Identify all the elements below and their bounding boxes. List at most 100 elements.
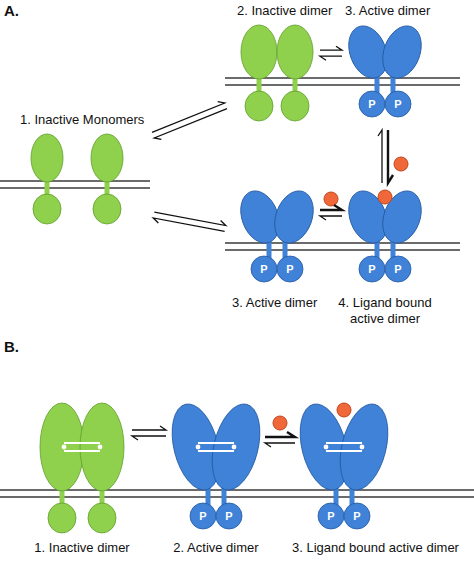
link-end	[62, 445, 67, 450]
receptor-shape	[31, 134, 123, 224]
intracellular-domain	[359, 91, 385, 117]
intracellular-domain	[93, 194, 121, 224]
extracellular-lobe	[277, 25, 313, 79]
extracellular-lobe	[31, 134, 63, 182]
intracellular-domain	[251, 256, 277, 282]
intracellular-domain	[245, 91, 273, 121]
arrow-stroke	[265, 432, 295, 437]
link-bar	[326, 442, 362, 444]
receptor-shape	[234, 185, 320, 282]
state-label: 2. Inactive dimer	[237, 3, 357, 19]
extracellular-lobe	[91, 134, 123, 182]
equilibrium-arrow	[153, 212, 226, 231]
receptor-state: 3. Active dimerPP	[237, 187, 317, 291]
intracellular-domain	[385, 256, 411, 282]
intracellular-domain	[33, 194, 61, 224]
extracellular-lobe	[376, 185, 428, 248]
membrane-line	[0, 180, 150, 181]
equilibrium-arrow	[265, 432, 295, 447]
arrow-stroke	[378, 130, 382, 183]
bound-ligand	[378, 190, 392, 204]
arrow-stroke	[153, 218, 224, 232]
intracellular-domain	[216, 503, 242, 529]
intracellular-domain	[281, 91, 309, 121]
cell-membrane	[0, 78, 474, 497]
state-label: 1. Inactive Monomers	[20, 112, 170, 128]
intracellular-domain	[190, 503, 216, 529]
link-end	[232, 445, 237, 450]
phospho-label: P	[364, 262, 380, 276]
arrow-stroke	[320, 205, 342, 210]
equilibrium-arrow	[320, 46, 342, 60]
arrow-stroke	[154, 109, 227, 140]
arrow-stroke	[154, 212, 225, 226]
phospho-label: P	[282, 262, 298, 276]
link-bar	[198, 450, 234, 452]
panel-letter: A.	[4, 2, 19, 20]
phospho-label: P	[221, 509, 237, 523]
link-end	[98, 445, 103, 450]
state-label: 3. Active dimer	[345, 3, 465, 19]
extracellular-lobe	[204, 399, 268, 495]
state-label: 3. Ligand bound active dimer	[292, 540, 472, 556]
arrow-stroke	[132, 436, 166, 440]
receptor-shape	[40, 403, 124, 533]
link-end	[360, 445, 365, 450]
extracellular-lobe	[241, 25, 277, 79]
disulfide-link	[62, 443, 103, 451]
receptor-shape	[241, 25, 313, 121]
phospho-label: P	[349, 509, 365, 523]
receptor-shape	[342, 185, 428, 282]
arrow-stroke	[320, 56, 342, 60]
extracellular-lobe	[40, 403, 84, 491]
extracellular-lobe	[332, 399, 396, 495]
arrow-stroke	[152, 102, 225, 133]
link-bar	[198, 442, 234, 444]
intracellular-domain	[385, 91, 411, 117]
phospho-label: P	[390, 97, 406, 111]
receptor-drawing	[345, 22, 425, 126]
arrow-stroke	[320, 46, 342, 50]
intracellular-domain	[48, 503, 76, 533]
disulfide-link	[324, 443, 365, 451]
equilibrium-arrow	[152, 102, 227, 140]
state-label: 1. Inactive dimer	[2, 540, 162, 556]
receptor-state: 2. Active dimerPP	[172, 398, 260, 538]
equilibrium-arrow	[320, 205, 342, 220]
arrow-stroke	[132, 426, 166, 430]
membrane-line	[225, 249, 460, 250]
phospho-label: P	[195, 509, 211, 523]
receptor-drawing	[345, 187, 425, 291]
receptor-state: 1. Inactive Monomers	[12, 131, 142, 227]
intracellular-domain	[277, 256, 303, 282]
state-label: 4. Ligand bound active dimer	[333, 295, 437, 326]
arrow-stroke	[265, 443, 295, 447]
receptor-state: 4. Ligand bound active dimerPP	[345, 187, 425, 291]
ligand-circle	[324, 192, 338, 206]
membrane-line	[0, 496, 474, 497]
link-end	[324, 445, 329, 450]
phospho-label: P	[323, 509, 339, 523]
ligand-circle	[394, 157, 408, 171]
phospho-label: P	[390, 262, 406, 276]
disulfide-link	[196, 443, 237, 451]
equilibrium-arrow	[132, 426, 166, 440]
link-end	[196, 445, 201, 450]
ligand-circle	[273, 416, 287, 430]
receptor-drawing	[237, 22, 317, 126]
receptor-drawing	[300, 398, 388, 538]
extracellular-lobe	[376, 20, 428, 83]
receptor-drawing	[38, 398, 126, 538]
receptor-state: 1. Inactive dimer	[38, 398, 126, 538]
arrow-stroke	[320, 216, 342, 220]
link-bar	[64, 442, 100, 444]
link-bar	[326, 450, 362, 452]
intracellular-domain	[344, 503, 370, 529]
phospho-label: P	[364, 97, 380, 111]
receptor-state: 3. Active dimerPP	[345, 22, 425, 126]
intracellular-domain	[88, 503, 116, 533]
panel-letter: B.	[4, 338, 19, 356]
state-label: 2. Active dimer	[136, 540, 296, 556]
